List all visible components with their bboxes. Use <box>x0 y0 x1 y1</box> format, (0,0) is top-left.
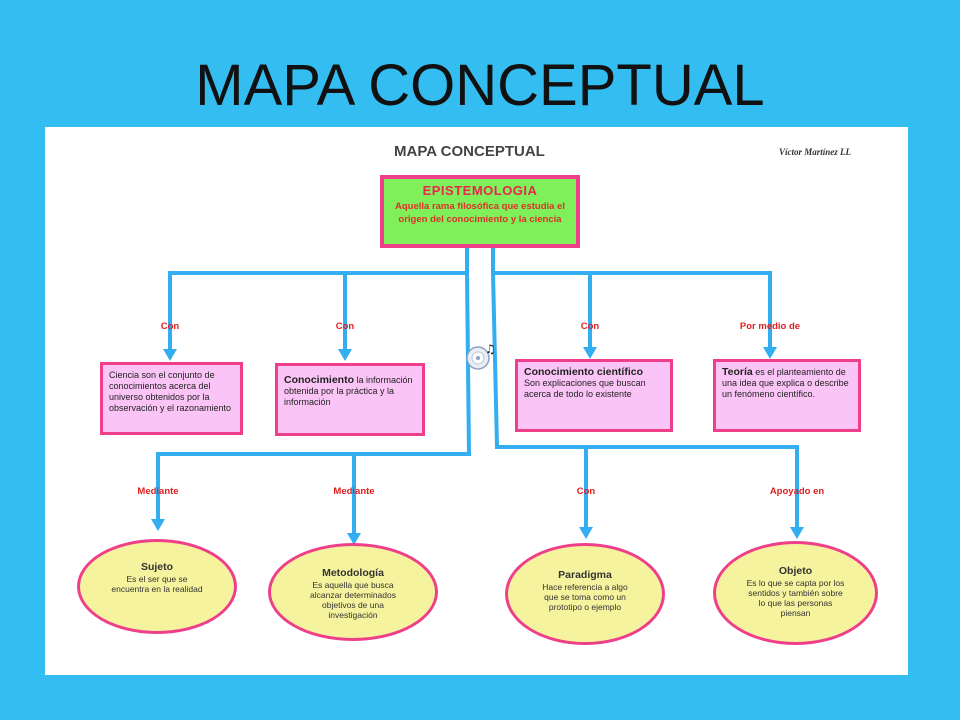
node-sujeto: Sujeto Es el ser que se encuentra en la … <box>77 539 237 634</box>
arrowhead-bottom-3 <box>579 527 593 539</box>
slide-title: MAPA CONCEPTUAL <box>195 53 765 118</box>
link-label-bottom-4: Apoyado en <box>769 486 825 497</box>
node-objeto-text: Es lo que se capta por los sentidos y ta… <box>746 578 845 618</box>
svg-text:♫: ♫ <box>485 342 496 356</box>
link-label-bottom-2: Mediante <box>333 486 375 497</box>
arrowhead-bottom-2 <box>347 533 361 545</box>
concept-map-panel: MAPA CONCEPTUAL Víctor Martínez LL EPIST… <box>45 127 908 675</box>
arrowhead-top-3 <box>583 347 597 359</box>
node-teoria-title: Teoría <box>722 366 753 378</box>
node-paradigma-title: Paradigma <box>558 569 612 581</box>
connector-long-right <box>490 270 500 450</box>
node-paradigma-text: Hace referencia a algo que se toma como … <box>542 582 628 612</box>
arrowhead-top-1 <box>163 349 177 361</box>
author-signature: Víctor Martínez LL <box>779 147 852 157</box>
link-label-top-3: Con <box>580 321 600 332</box>
node-metodologia-text: Es aquella que busca alcanzar determinad… <box>310 580 396 620</box>
node-metodologia-title: Metodología <box>322 567 384 579</box>
node-ciencia: Ciencia son el conjunto de conocimientos… <box>100 362 243 435</box>
node-conocimiento-title: Conocimiento <box>284 374 354 386</box>
node-objeto: Objeto Es lo que se capta por los sentid… <box>713 541 878 645</box>
node-paradigma: Paradigma Hace referencia a algo que se … <box>505 543 665 645</box>
map-heading: MAPA CONCEPTUAL <box>394 143 545 160</box>
arrowhead-top-4 <box>763 347 777 359</box>
node-conocimiento-cientifico-text: Son explicaciones que buscan acerca de t… <box>524 378 646 399</box>
node-teoria: Teoría es el planteamiento de una idea q… <box>713 359 861 432</box>
arrowhead-top-2 <box>338 349 352 361</box>
root-node-epistemologia: EPISTEMOLOGIA Aquella rama filosófica qu… <box>380 175 580 248</box>
node-conocimiento-cientifico: Conocimiento científico Son explicacione… <box>515 359 673 432</box>
node-metodologia: Metodología Es aquella que busca alcanza… <box>268 543 438 641</box>
node-ciencia-text: Ciencia son el conjunto de conocimientos… <box>109 370 232 413</box>
node-conocimiento-text: la información obtenida por la práctica … <box>284 375 413 407</box>
link-label-bottom-3: Con <box>576 486 596 497</box>
node-conocimiento: Conocimiento la información obtenida por… <box>275 363 425 436</box>
arrowhead-bottom-1 <box>151 519 165 531</box>
link-label-top-2: Con <box>335 321 355 332</box>
arrowhead-bottom-4 <box>790 527 804 539</box>
link-label-bottom-1: Mediante <box>137 486 179 497</box>
node-sujeto-text: Es el ser que se encuentra en la realida… <box>111 574 203 594</box>
node-teoria-text: es el planteamiento de una idea que expl… <box>722 367 849 399</box>
root-description: Aquella rama filosófica que estudia el o… <box>395 201 565 225</box>
audio-media-icon[interactable]: ♫ <box>465 341 499 371</box>
node-conocimiento-cientifico-title: Conocimiento científico <box>524 366 644 378</box>
node-objeto-title: Objeto <box>778 565 813 577</box>
link-label-top-4: Por medio de <box>739 321 801 332</box>
connector-lines <box>151 248 804 545</box>
link-label-top-1: Con <box>160 321 180 332</box>
root-title: EPISTEMOLOGIA <box>422 183 538 198</box>
node-sujeto-title: Sujeto <box>140 561 174 573</box>
